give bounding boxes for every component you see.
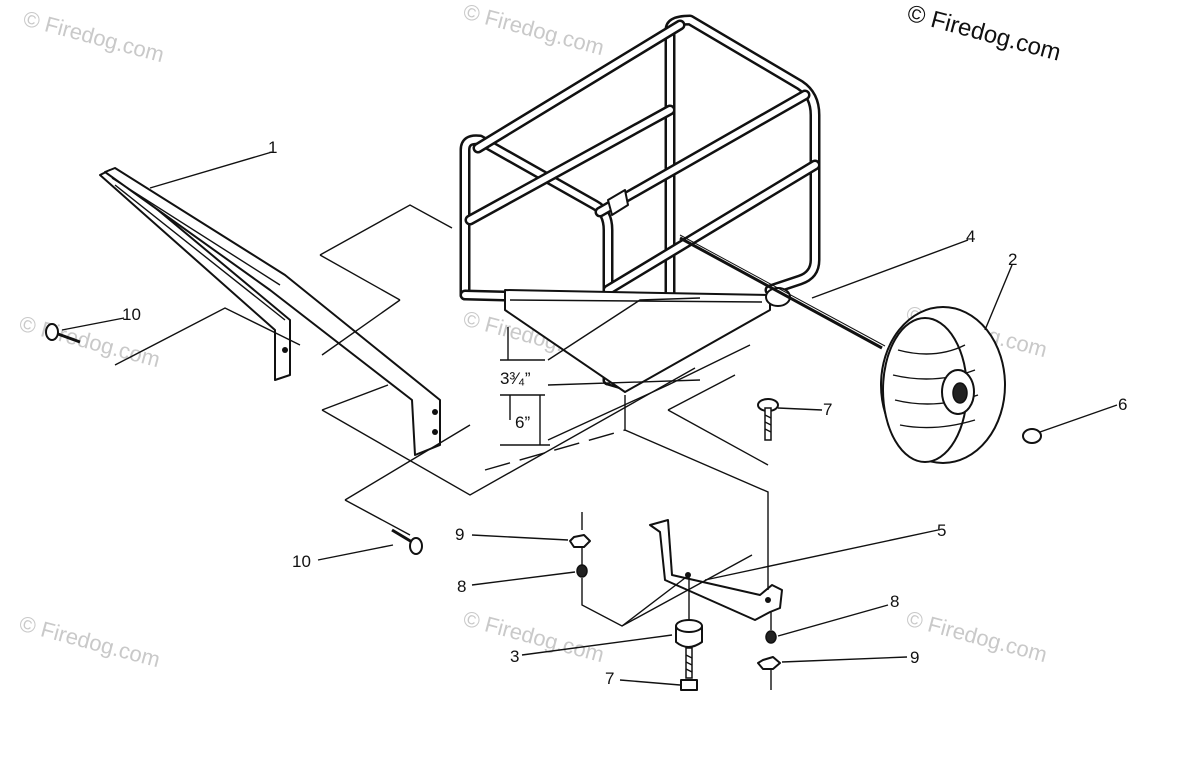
callout-8-right: 8 [890,592,899,611]
callout-1: 1 [268,138,277,157]
axle-cap [1022,428,1042,444]
rubber-mount [675,619,703,648]
watermark-top-left: © Firedog.com [21,6,167,68]
callout-6: 6 [1118,395,1127,414]
assembly-lines [114,204,772,690]
callout-9-right: 9 [910,648,919,667]
watermark-bottom-center: © Firedog.com [461,606,607,668]
watermark-top-center: © Firedog.com [461,0,607,60]
dimension-upper: 3³⁄₄” [500,369,531,388]
callout-8-left: 8 [457,577,466,596]
handle-bolt-left [45,323,81,344]
leader-lines [61,151,1118,686]
wheel [880,306,1006,464]
handle-bolt-bottom [391,528,423,555]
watermark-bottom-left: © Firedog.com [17,611,163,673]
nut-left [569,534,591,548]
callout-4: 4 [966,227,975,246]
washer-right [765,630,777,644]
callout-7-lower: 7 [605,669,614,688]
watermark-mid-left: © Firedog.com [17,311,163,373]
generator-frame [459,14,821,393]
watermark-bottom-right: © Firedog.com [904,606,1050,668]
callout-3: 3 [510,647,519,666]
axle [679,234,886,350]
dimension-lower: 6” [515,413,530,432]
bolt-lower [680,647,698,691]
washer-left [576,564,588,578]
callout-labels: 1 2 3 4 5 6 7 7 8 8 9 9 10 10 [122,138,1127,688]
callout-2: 2 [1008,250,1017,269]
nut-right [757,656,781,670]
dimension-marks: 3³⁄₄” 6” [500,327,550,446]
callout-10-lower: 10 [292,552,311,571]
watermark-main: © Firedog.com [904,0,1063,67]
callout-5: 5 [937,521,946,540]
mount-bracket [649,519,783,621]
bolt-upper [757,398,779,441]
callout-9-left: 9 [455,525,464,544]
handle [99,167,441,456]
callout-7-upper: 7 [823,400,832,419]
callout-10-upper: 10 [122,305,141,324]
